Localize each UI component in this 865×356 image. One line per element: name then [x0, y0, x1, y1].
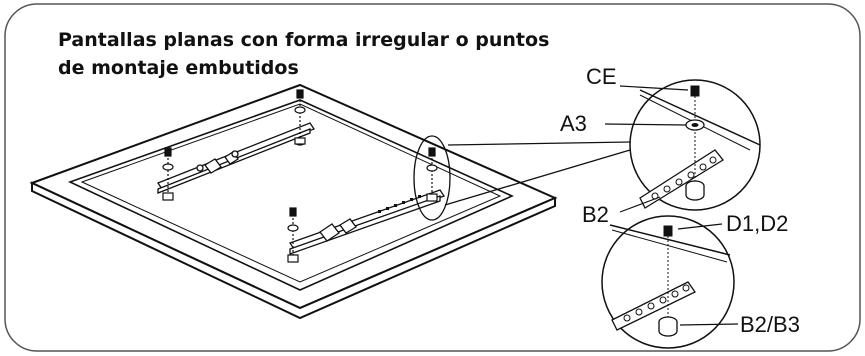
hardware-main [162, 89, 438, 263]
title-line-1: Pantallas planas con forma irregular o p… [58, 29, 550, 51]
callout-leaders-bottom [677, 223, 739, 326]
frame-border [4, 3, 861, 352]
tv-panel [29, 83, 558, 320]
callout-b2: B2 [582, 202, 609, 227]
detail-leader [413, 135, 631, 221]
title-line-2: de montaje embutidos [58, 57, 299, 79]
callout-ce: CE [586, 64, 617, 89]
callout-a3: A3 [560, 111, 587, 136]
detail-circle-top [629, 79, 761, 211]
callout-d1d2: D1,D2 [726, 211, 789, 236]
callout-leaders-top [604, 85, 689, 213]
callout-b2b3: B2/B3 [740, 312, 800, 337]
rail-left [157, 122, 315, 194]
detail-circle-bottom [601, 215, 735, 349]
diagram-title: Pantallas planas con forma irregular o p… [58, 26, 549, 82]
